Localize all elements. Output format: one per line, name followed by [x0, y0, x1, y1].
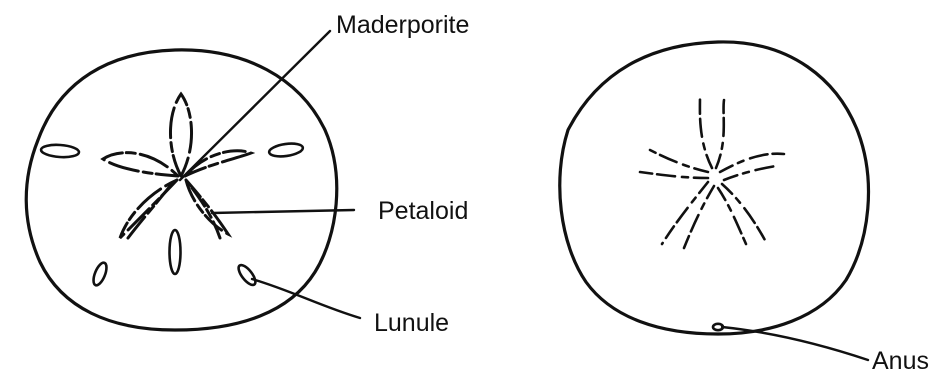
lunule-label: Lunule — [374, 309, 449, 337]
lunule-bottom-center — [170, 230, 181, 274]
aboral-test-outline — [26, 50, 337, 330]
madreporite-label: Maderporite — [336, 11, 469, 39]
oral-view: Anus — [560, 42, 929, 375]
anus-label: Anus — [872, 347, 929, 375]
aboral-view: Maderporite Petaloid Lunule — [26, 11, 469, 337]
petaloid-label: Petaloid — [378, 197, 468, 225]
